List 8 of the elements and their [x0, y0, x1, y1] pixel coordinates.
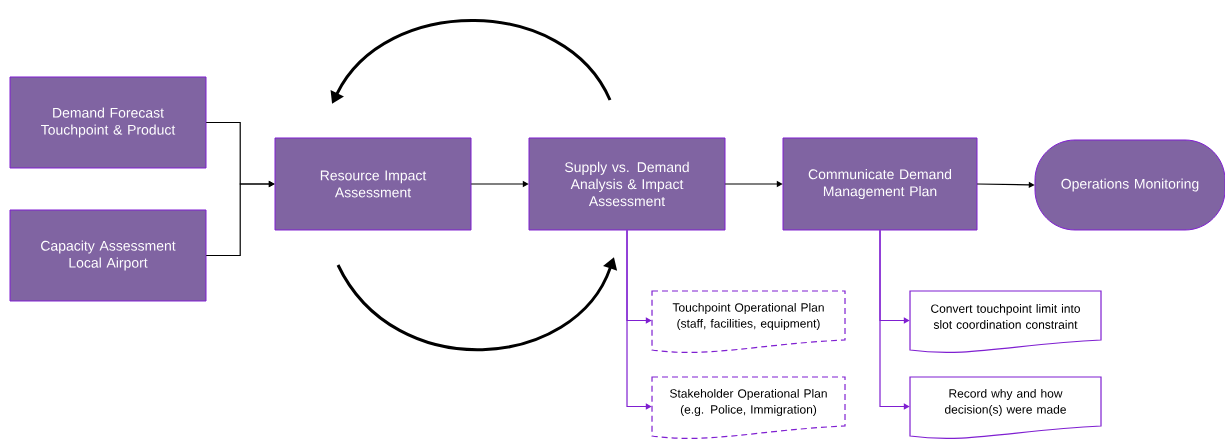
process-box: Supply vs. Demand Analysis & Impact Assessment — [528, 137, 726, 231]
arrow — [626, 229, 652, 410]
process-box: Capacity Assessment Local Airport — [9, 209, 207, 302]
process-box: Resource Impact Assessment — [274, 137, 472, 231]
process-box: Communicate Demand Management Plan — [782, 137, 978, 231]
arrow — [205, 180, 275, 257]
process-box: Demand Forecast Touchpoint & Product — [9, 76, 207, 169]
arrow — [879, 229, 910, 410]
